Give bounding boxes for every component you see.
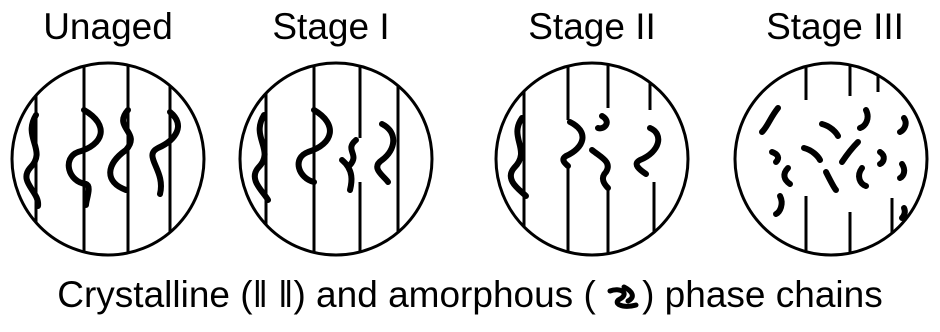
panel-stage-1 bbox=[238, 61, 434, 257]
panel-stage-3 bbox=[733, 61, 929, 257]
caption-suffix: ) phase chains bbox=[642, 274, 883, 315]
panel-unaged bbox=[10, 61, 206, 257]
stage-2-circle bbox=[494, 61, 690, 257]
unaged-crystalline-chains bbox=[34, 63, 172, 255]
caption-prefix: Crystalline ( bbox=[57, 274, 253, 315]
caption-middle: ) and amorphous ( bbox=[293, 274, 596, 315]
unaged-amorphous-chains bbox=[23, 107, 181, 209]
stage-2-amorphous-chains bbox=[507, 113, 662, 199]
legend-caption: Crystalline (‖ ‖) and amorphous ( ) phas… bbox=[0, 276, 940, 319]
crystalline-symbol: ‖ ‖ bbox=[252, 274, 294, 315]
amorphous-chain-icon bbox=[606, 282, 642, 319]
panel-stage-2 bbox=[494, 61, 690, 257]
panel-title-unaged: Unaged bbox=[43, 6, 173, 47]
panel-title-stage-3: Stage III bbox=[766, 6, 904, 47]
stage-3-amorphous-fragments bbox=[759, 105, 909, 221]
panel-title-stage-2: Stage II bbox=[528, 6, 656, 47]
stage-2-crystalline-chains bbox=[522, 63, 656, 255]
stage-1-amorphous-chains bbox=[251, 107, 397, 203]
stage-3-circle bbox=[733, 61, 929, 257]
unaged-circle bbox=[10, 61, 206, 257]
stage-1-circle bbox=[238, 61, 434, 257]
panel-title-stage-1: Stage I bbox=[272, 6, 390, 47]
